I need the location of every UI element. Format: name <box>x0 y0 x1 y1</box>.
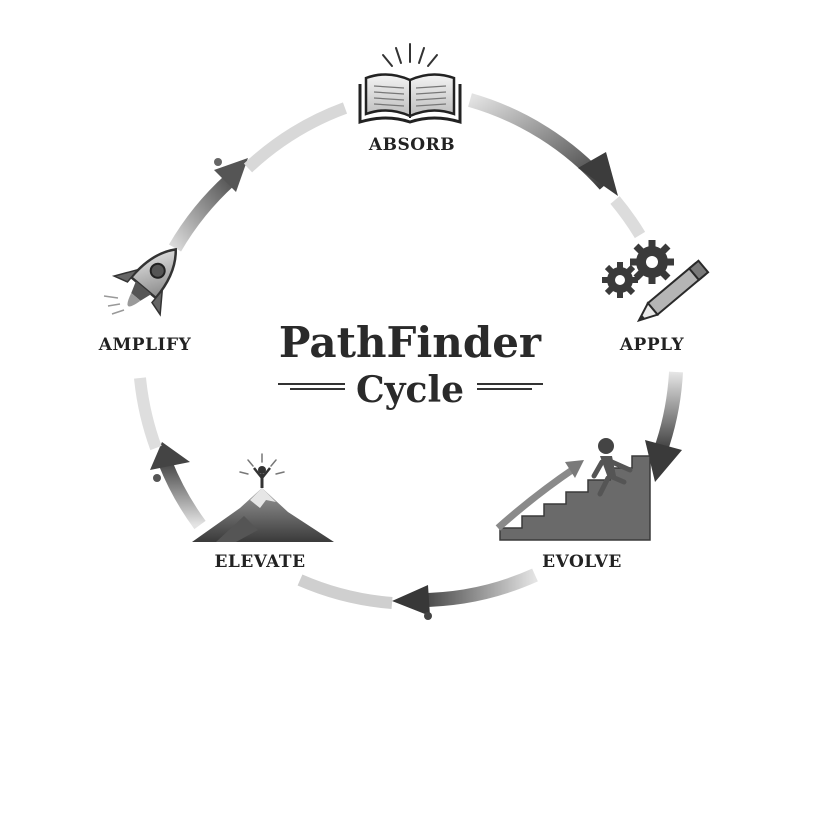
cycle-arrows <box>134 93 683 620</box>
stage-label-absorb: ABSORB <box>368 135 455 155</box>
title-line-1: PathFinder <box>279 318 542 367</box>
arc-trail-apply <box>610 196 646 239</box>
arrow-evolve-to-elevate <box>414 568 538 608</box>
arrow-head-elevate-to-amplify <box>150 442 190 470</box>
arrow-elevate-to-amplify <box>158 459 206 530</box>
arrow-head-apply-to-evolve <box>645 440 682 482</box>
title-line-2: Cycle <box>356 369 464 411</box>
open-book-icon <box>358 43 462 125</box>
gears-pencil-icon <box>602 240 710 323</box>
arc-dot-bottom <box>424 612 432 620</box>
arc-dot-left <box>153 474 161 482</box>
stage-label-evolve: EVOLVE <box>542 552 622 572</box>
arrow-head-absorb-to-apply <box>578 152 618 196</box>
arc-trail-top <box>243 102 348 173</box>
stage-label-apply: APPLY <box>619 335 685 355</box>
title-divider-left <box>278 383 345 390</box>
rocket-icon <box>103 247 177 317</box>
arc-trail-left <box>134 377 162 451</box>
stage-label-elevate: ELEVATE <box>214 552 305 572</box>
arc-trail-elevate <box>297 574 393 609</box>
arc-dot-topleft <box>214 158 222 166</box>
center-title: PathFinder Cycle <box>278 318 543 411</box>
arrow-head-amplify-to-absorb <box>214 158 248 192</box>
arrow-apply-to-evolve <box>653 371 683 455</box>
title-divider-right <box>477 383 543 390</box>
arrow-head-evolve-to-elevate <box>392 585 430 616</box>
stage-label-amplify: AMPLIFY <box>98 335 192 355</box>
arrow-amplify-to-absorb <box>168 174 235 252</box>
mountain-summit-icon <box>192 453 334 542</box>
climbing-stairs-icon <box>495 438 651 541</box>
